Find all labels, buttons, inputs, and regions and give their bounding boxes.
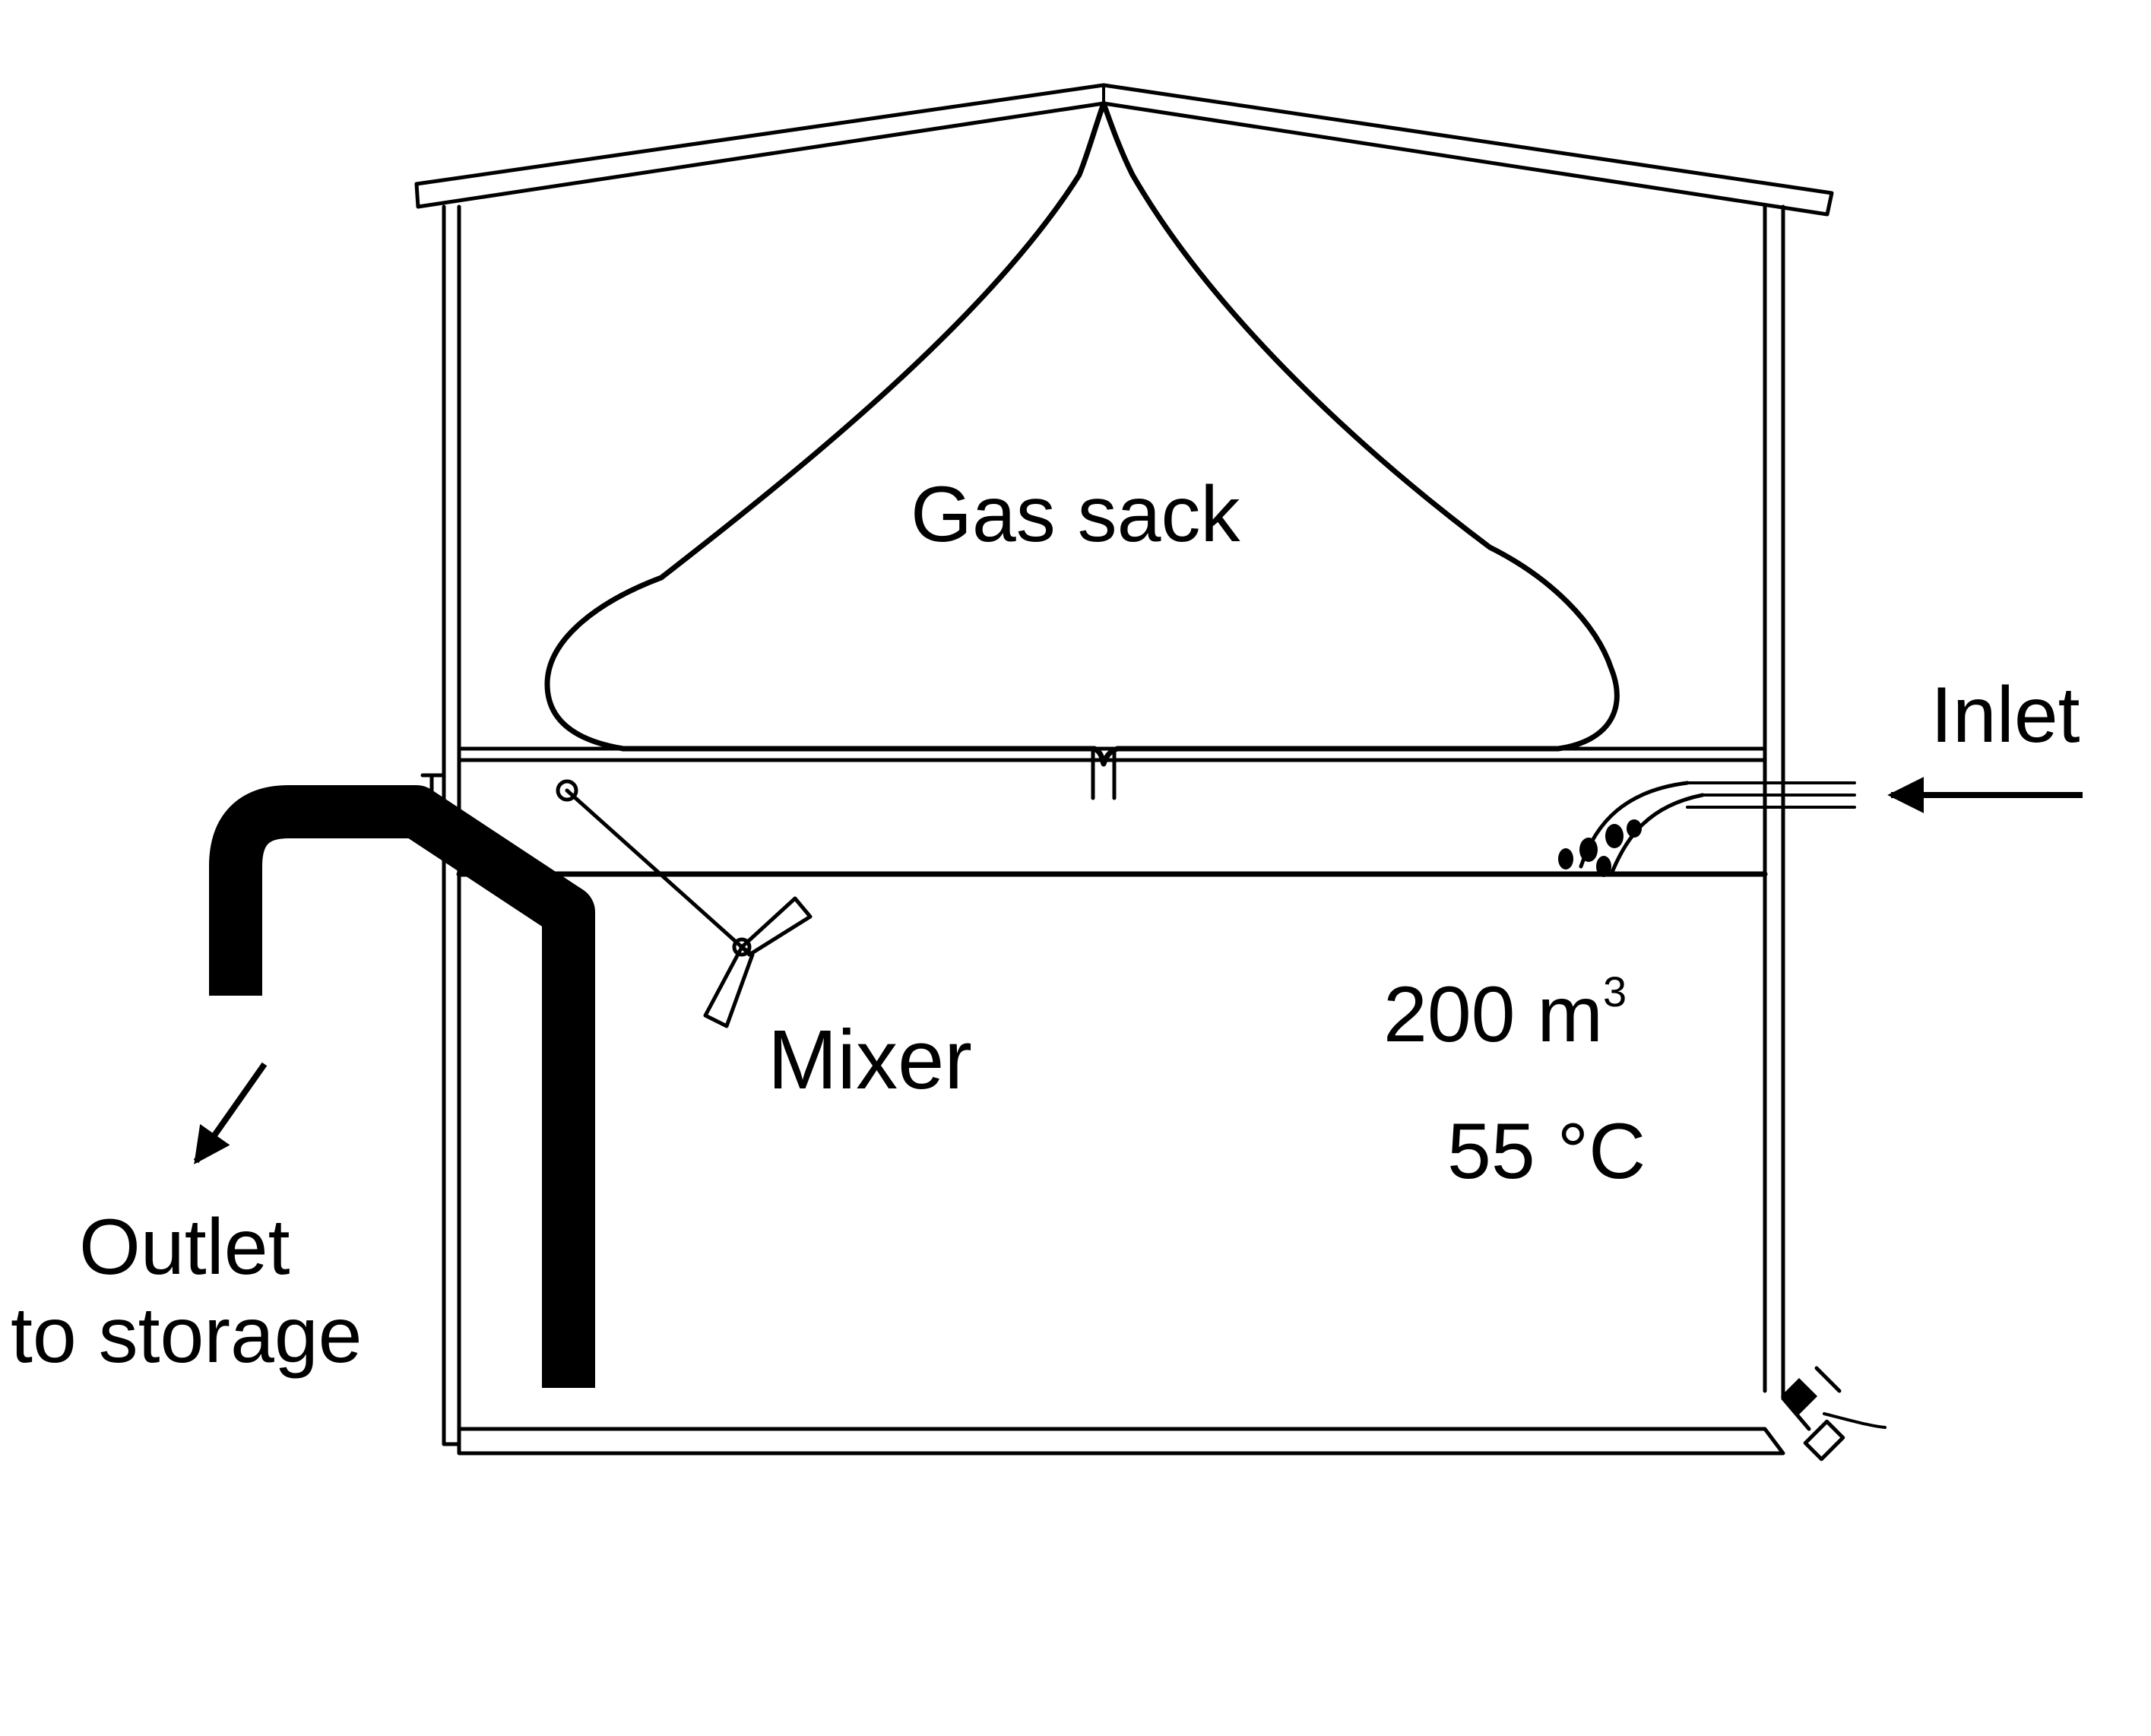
outlet-valve-icon xyxy=(420,773,445,814)
valve-icon xyxy=(1780,1366,1886,1462)
outlet-label-line1: Outlet xyxy=(79,1203,290,1291)
temperature-unit: °C xyxy=(1557,1107,1646,1196)
inlet-label: Inlet xyxy=(1931,671,2080,759)
volume-label: 200 m3 xyxy=(1383,968,1627,1059)
propeller-mixer-icon xyxy=(556,779,813,1028)
outlet-arrow-icon xyxy=(193,1062,268,1164)
mixer-label: Mixer xyxy=(768,1013,972,1107)
inlet-flow xyxy=(1558,781,1856,877)
volume-exponent: 3 xyxy=(1603,968,1627,1015)
roof xyxy=(414,83,1834,217)
cover-deck xyxy=(457,746,1767,762)
tank-walls xyxy=(442,204,1785,1456)
outlet-pipe xyxy=(209,785,595,1388)
temperature-label: 55 °C xyxy=(1447,1107,1646,1196)
volume-value: 200 m xyxy=(1383,971,1603,1059)
gas-sack xyxy=(544,100,1620,800)
gas-sack-label: Gas sack xyxy=(911,470,1240,559)
temperature-value: 55 xyxy=(1447,1107,1557,1196)
outlet-label-line2: to storage xyxy=(11,1291,363,1380)
